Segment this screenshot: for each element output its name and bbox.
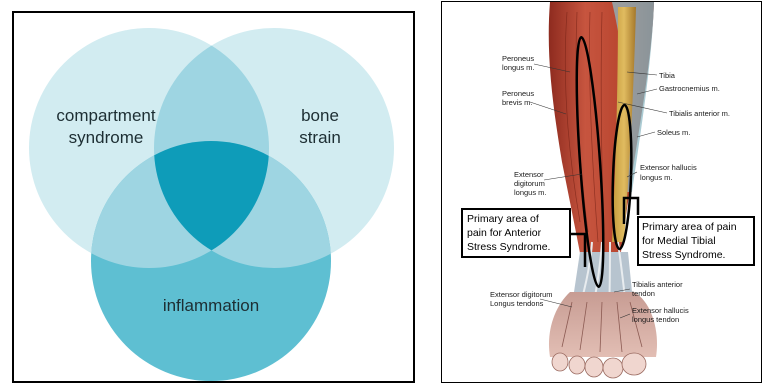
label-ext-dig-tendons-1: Extensor digitorum xyxy=(490,290,553,299)
label-inflammation: inflammation xyxy=(163,296,259,315)
label-peroneus-longus-2: longus m. xyxy=(502,63,535,72)
medial-callout-line2: for Medial Tibial xyxy=(642,235,716,247)
anterior-callout: Primary area of pain for Anterior Stress… xyxy=(462,209,570,257)
anterior-callout-line3: Stress Syndrome. xyxy=(467,241,550,253)
label-tib-ant-tendon-1: Tibialis anterior xyxy=(632,280,683,289)
anterior-callout-line2: pain for Anterior xyxy=(467,227,542,239)
label-syndrome: syndrome xyxy=(69,128,144,147)
medial-callout: Primary area of pain for Medial Tibial S… xyxy=(638,217,754,265)
label-compartment: compartment xyxy=(56,106,155,125)
label-tib-ant-tendon-2: tendon xyxy=(632,289,655,298)
venn-diagram: compartment syndrome bone strain inflamm… xyxy=(14,13,413,381)
label-gastrocnemius: Gastrocnemius m. xyxy=(659,84,720,93)
leg-anatomy-illustration: Peroneus longus m. Peroneus brevis m. Ti… xyxy=(442,2,761,382)
label-tibia: Tibia xyxy=(659,71,676,80)
label-peroneus-brevis-2: brevis m. xyxy=(502,98,532,107)
venn-diagram-panel: compartment syndrome bone strain inflamm… xyxy=(12,11,415,383)
anterior-callout-line1: Primary area of xyxy=(467,213,539,225)
label-soleus: Soleus m. xyxy=(657,128,690,137)
foot xyxy=(549,292,657,357)
label-ext-dig-tendons-2: Longus tendons xyxy=(490,299,544,308)
label-ext-hallucis-1: Extensor hallucis xyxy=(640,163,697,172)
label-peroneus-longus-1: Peroneus xyxy=(502,54,534,63)
label-bone: bone xyxy=(301,106,339,125)
medial-callout-line1: Primary area of pain xyxy=(642,221,737,233)
label-ext-hal-tendon-1: Extensor hallucis xyxy=(632,306,689,315)
anatomy-panel: Peroneus longus m. Peroneus brevis m. Ti… xyxy=(441,1,762,383)
label-ext-digitorum-3: longus m. xyxy=(514,188,547,197)
medial-callout-line3: Stress Syndrome. xyxy=(642,249,725,261)
label-ext-digitorum-2: digitorum xyxy=(514,179,545,188)
label-strain: strain xyxy=(299,128,341,147)
label-peroneus-brevis-1: Peroneus xyxy=(502,89,534,98)
label-ext-hal-tendon-2: longus tendon xyxy=(632,315,679,324)
label-ext-hallucis-2: longus m. xyxy=(640,173,673,182)
label-ext-digitorum-1: Extensor xyxy=(514,170,544,179)
label-tibialis-anterior: Tibialis anterior m. xyxy=(669,109,730,118)
